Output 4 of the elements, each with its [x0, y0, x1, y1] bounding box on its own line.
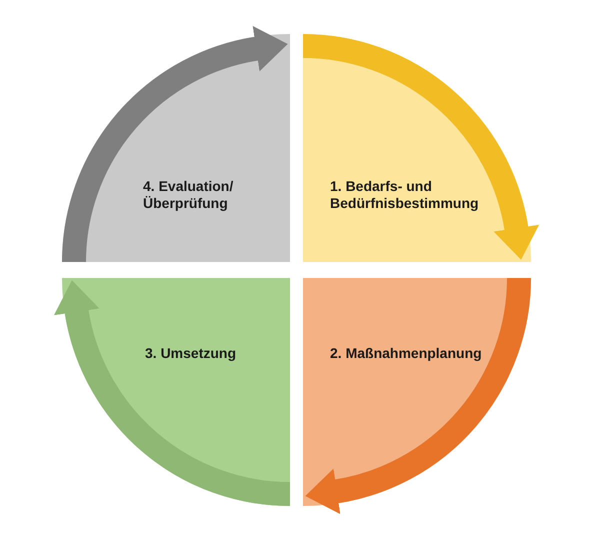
step-label: 1. Bedarfs- und Bedürfnisbestimmung: [330, 178, 480, 212]
step-label: 4. Evaluation/ Überprüfung: [143, 178, 234, 212]
step-label: 3. Umsetzung: [145, 345, 238, 362]
step-label: 2. Maßnahmenplanung: [330, 345, 483, 362]
